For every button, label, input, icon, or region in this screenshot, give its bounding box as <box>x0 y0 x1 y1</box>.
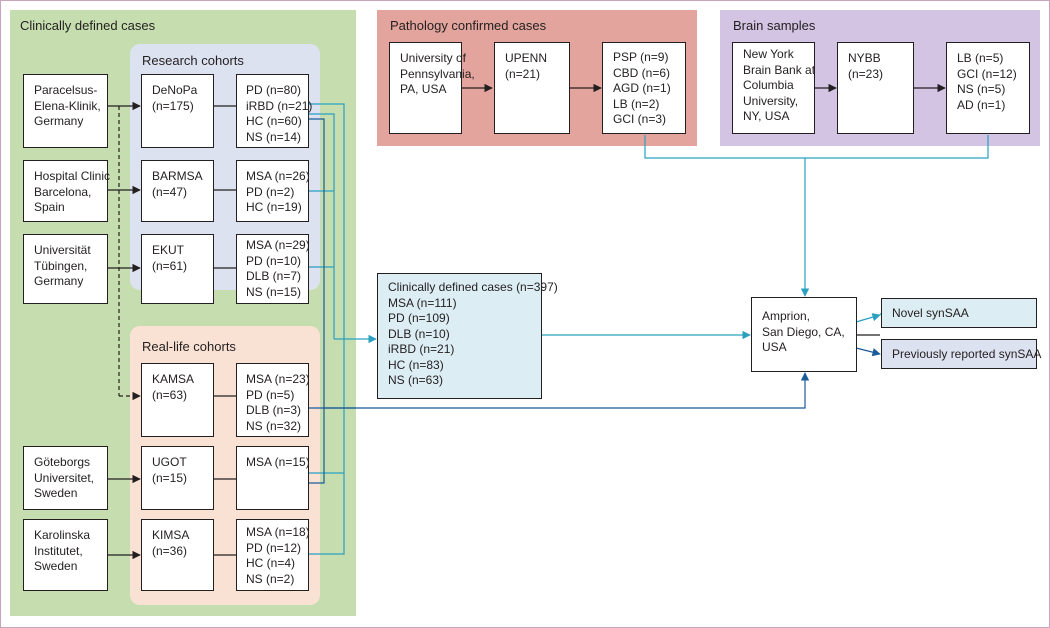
counts-upenn: PSP (n=9)CBD (n=6)AGD (n=1)LB (n=2)GCI (… <box>602 42 686 134</box>
pathology-panel-title: Pathology confirmed cases <box>390 18 547 33</box>
output-previous-synsaa: Previously reported synSAA <box>881 339 1041 369</box>
counts-barmsa: MSA (n=26)PD (n=2)HC (n=19) <box>236 160 310 222</box>
cohort-barmsa: BARMSA(n=47) <box>141 160 214 222</box>
counts-denopa: PD (n=80)iRBD (n=21)HC (n=60)NS (n=14) <box>236 74 312 148</box>
site-paracelsus: Paracelsus-Elena-Klinik,Germany <box>23 74 108 148</box>
clinical-panel-title: Clinically defined cases <box>20 18 156 33</box>
cohort-denopa: DeNoPa(n=175) <box>141 74 214 148</box>
research-panel-title: Research cohorts <box>142 53 244 68</box>
cohort-kimsa: KIMSA(n=36) <box>141 519 214 591</box>
counts-ekut: MSA (n=29)PD (n=10)DLB (n=7)NS (n=15) <box>236 234 310 304</box>
reallife-panel-title: Real-life cohorts <box>142 339 236 354</box>
counts-ugot: MSA (n=15) <box>236 446 310 510</box>
cohort-upenn: UPENN(n=21) <box>494 42 570 134</box>
amprion-lab: Amprion,San Diego, CA,USA <box>751 297 857 372</box>
counts-kimsa: MSA (n=18)PD (n=12)HC (n=4)NS (n=2) <box>236 519 310 591</box>
counts-kamsa: MSA (n=23)PD (n=5)DLB (n=3)NS (n=32) <box>236 363 310 437</box>
summary-clinical-cases: Clinically defined cases (n=397)MSA (n=1… <box>377 273 558 399</box>
brain-panel-title: Brain samples <box>733 18 816 33</box>
output-novel-synsaa: Novel synSAA <box>881 298 1037 328</box>
cohort-nybb: NYBB(n=23) <box>837 42 914 134</box>
cohort-ekut: EKUT(n=61) <box>141 234 214 304</box>
cohort-ugot: UGOT(n=15) <box>141 446 214 510</box>
cohort-kamsa: KAMSA(n=63) <box>141 363 214 437</box>
counts-nybb: LB (n=5)GCI (n=12)NS (n=5)AD (n=1) <box>946 42 1030 134</box>
